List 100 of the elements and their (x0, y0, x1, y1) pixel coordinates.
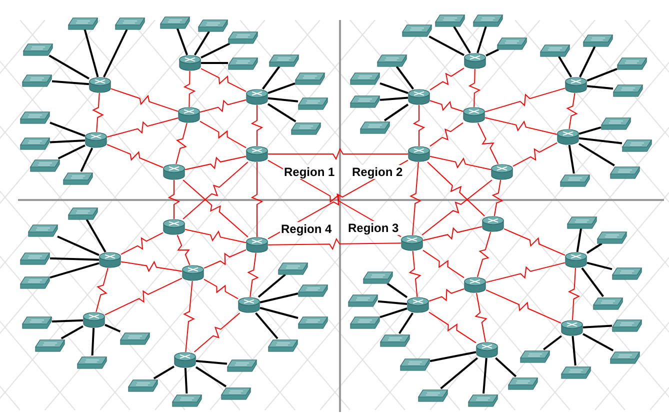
switch-icon (228, 30, 258, 44)
switch-icon (561, 366, 591, 378)
router-icon (246, 237, 268, 253)
router-icon (407, 297, 429, 313)
network-link (103, 29, 128, 78)
network-link (486, 48, 500, 56)
switch-icon (298, 316, 328, 328)
router-icon (182, 265, 204, 281)
network-link (104, 324, 121, 332)
switch-icon (601, 116, 631, 130)
serial-link (422, 250, 464, 278)
switch-icon (20, 252, 50, 264)
network-link (184, 368, 188, 394)
switch-icon (278, 262, 308, 274)
router-icon (85, 132, 107, 148)
serial-link (194, 312, 240, 352)
switch-icon (28, 224, 58, 236)
region-label: Region 2 (351, 165, 404, 179)
router-icon (99, 252, 121, 268)
switch-icon (583, 34, 613, 46)
network-link (568, 144, 575, 174)
switch-icon (622, 138, 652, 152)
router-icon (238, 297, 260, 313)
serial-link (168, 180, 180, 220)
router-icon (565, 77, 587, 93)
network-link (578, 142, 615, 166)
switch-icon (350, 316, 380, 328)
switch-icon (612, 318, 642, 332)
network-link (52, 80, 90, 86)
serial-link (422, 180, 492, 236)
switch-icon (120, 332, 150, 344)
network-link (57, 236, 100, 256)
serial-link (412, 104, 426, 146)
serial-link (512, 142, 558, 167)
network-link (50, 140, 86, 144)
network-link (84, 29, 99, 78)
router-icon (408, 146, 430, 162)
network-link (60, 325, 84, 340)
switch-icon (227, 358, 257, 372)
network-link (380, 82, 408, 94)
switch-icon (22, 316, 52, 328)
switch-icon (291, 122, 321, 134)
switch-icon (68, 206, 98, 220)
router-icon (401, 235, 423, 251)
switch-icon (597, 230, 627, 244)
serial-link (184, 228, 246, 244)
serial-link (247, 252, 259, 298)
serial-link (92, 92, 104, 132)
switch-icon (560, 174, 590, 186)
serial-link (120, 260, 182, 272)
network-link (196, 360, 228, 365)
serial-link (250, 104, 264, 146)
network-link (430, 351, 476, 362)
switch-icon (567, 216, 597, 228)
serial-link (200, 99, 246, 113)
router-icon (163, 219, 185, 235)
network-link (86, 219, 106, 252)
switch-icon (402, 24, 432, 36)
network-link (153, 366, 175, 380)
network-link (380, 308, 408, 318)
switch-icon (377, 54, 407, 66)
router-icon (491, 164, 513, 180)
network-link (578, 137, 622, 144)
switch-icon (400, 358, 430, 370)
serial-link (106, 118, 178, 138)
network-link (396, 66, 414, 90)
network-link (558, 56, 572, 78)
serial-link (120, 232, 164, 255)
router-icon (476, 342, 498, 358)
router-icon (464, 277, 486, 293)
serial-link (182, 180, 248, 238)
network-link (440, 357, 478, 390)
switch-icon (350, 94, 380, 108)
router-icon (464, 53, 486, 69)
serial-link (268, 238, 402, 250)
switch-icon (473, 14, 503, 26)
serial-link (96, 268, 108, 312)
serial-link (484, 117, 558, 135)
serial-link (184, 156, 246, 170)
network-link (50, 257, 100, 261)
switch-icon (298, 96, 328, 110)
serial-link (410, 162, 422, 236)
serial-link (568, 268, 580, 320)
switch-icon (20, 276, 50, 288)
serial-link (474, 292, 488, 342)
router-icon (163, 164, 185, 180)
serial-link (430, 156, 492, 170)
network-link (586, 85, 614, 90)
network-link (380, 96, 408, 101)
switch-icon (22, 74, 52, 86)
network-link (194, 30, 210, 56)
switch-icon (350, 72, 380, 84)
network-link (398, 312, 414, 334)
serial-link (176, 234, 190, 266)
serial-link (104, 278, 182, 316)
serial-link (430, 100, 464, 112)
router-icon (557, 129, 579, 145)
router-icon (246, 146, 268, 162)
network-link (260, 292, 298, 304)
network-link (195, 366, 227, 388)
